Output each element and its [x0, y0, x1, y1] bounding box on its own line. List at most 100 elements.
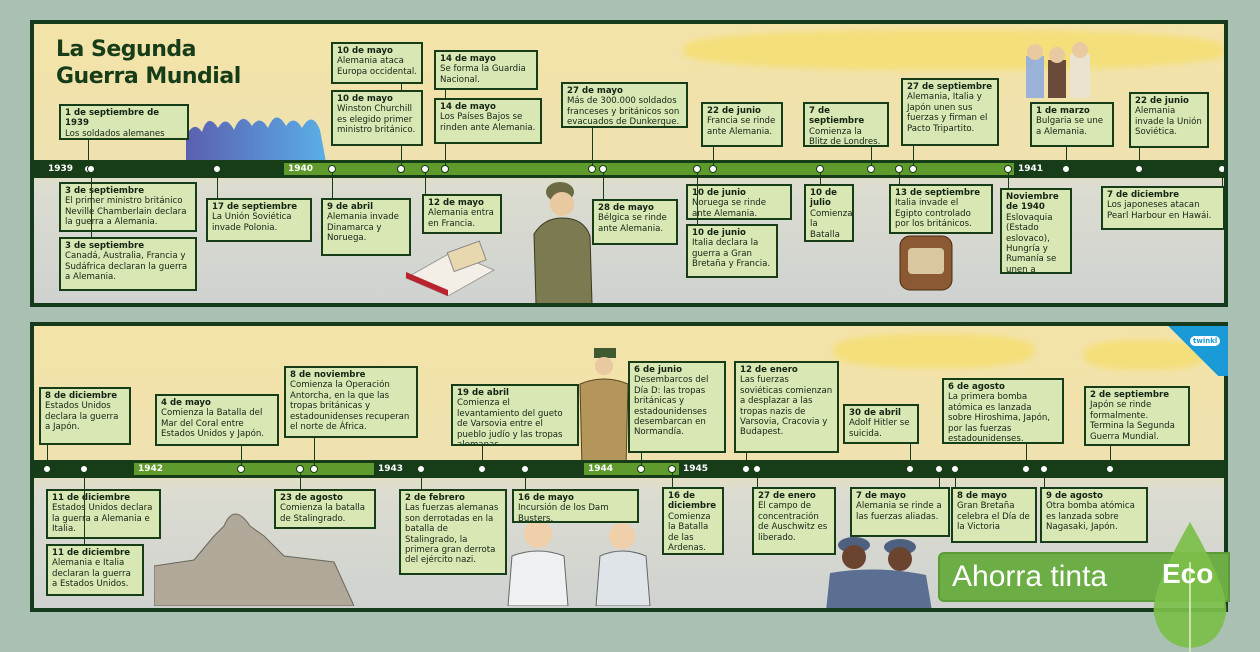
timeline-dot [1022, 465, 1030, 473]
event-date: 7 de diciembre [1107, 190, 1180, 200]
event-description: La Unión Soviética invade Polonia. [212, 212, 292, 233]
event-connector [300, 469, 301, 489]
event-date: 8 de mayo [957, 491, 1007, 501]
event-date: 9 de abril [327, 202, 374, 212]
event-description: Desembarcos del Día D: las tropas britán… [634, 375, 709, 438]
title-line-2: Guerra Mundial [56, 64, 241, 89]
event-description: Canadá, Australia, Francia y Sudáfrica d… [65, 251, 188, 283]
event-date: 8 de diciembre [45, 391, 118, 401]
event-date: 22 de junio [707, 106, 761, 116]
eco-banner-label: Ahorra tinta [952, 560, 1108, 593]
event-connector [746, 453, 747, 469]
event-description: Bulgaria se une a Alemania. [1036, 116, 1104, 137]
timeline-dot [951, 465, 959, 473]
timeline-dot [935, 465, 943, 473]
timeline-dot [1062, 165, 1070, 173]
event-date: 11 de diciembre [52, 493, 131, 503]
event-description: Alemania, Italia y Japón unen sus fuerza… [907, 92, 988, 134]
event-description: El primer ministro británico Neville Cha… [65, 196, 187, 228]
event-description: Estados Unidos declara la guerra a Alema… [52, 503, 153, 535]
event-date: 14 de mayo [440, 54, 496, 64]
year-segment [44, 163, 284, 175]
event-description: Noruega se rinde ante Alemania. [692, 198, 767, 219]
radio-illustration [899, 235, 953, 291]
event-date: 8 de noviembre [290, 370, 366, 380]
event-date: 30 de abril [849, 408, 902, 418]
timeline-dot [668, 465, 676, 473]
event-connector [217, 169, 218, 198]
event-description: Italia invade el Egipto controlado por l… [895, 198, 972, 230]
sailor-and-nurse-illustration [507, 520, 651, 606]
timeline-dot [895, 165, 903, 173]
event-connector [1222, 169, 1223, 186]
event-description: Alemania entra en Francia. [428, 208, 494, 229]
twinkl-logo: twinkl [1190, 336, 1221, 346]
event-connector [672, 469, 673, 487]
event-date: 19 de abril [457, 388, 510, 398]
children-illustration [1026, 42, 1090, 98]
event-connector [913, 146, 914, 169]
event-description: Incursión de los Dam Busters. [518, 503, 609, 523]
event-connector [88, 140, 89, 169]
timeline-dot [296, 465, 304, 473]
timeline-dot [1106, 465, 1114, 473]
event-connector [314, 438, 315, 469]
event-description: El campo de concentración de Auschwitz e… [758, 501, 828, 543]
event-connector [939, 469, 940, 487]
event-connector [603, 169, 604, 199]
timeline-dot [397, 165, 405, 173]
event-description: Eslovaquia (Estado eslovaco), Hungría y … [1006, 212, 1057, 274]
event-description: Adolf Hitler se suicida. [849, 418, 910, 439]
papers-illustration [404, 240, 496, 297]
timeline-dot [441, 165, 449, 173]
yellow-paint-splash [684, 30, 1224, 70]
timeline-dot [867, 165, 875, 173]
soldier-illustration [533, 182, 593, 303]
event-description: Alemania invade Dinamarca y Noruega. [327, 212, 399, 244]
event-date: 27 de enero [758, 491, 816, 501]
event-date: 11 de diciembre [52, 548, 131, 558]
hiroshima-dome-illustration [154, 513, 354, 606]
event-date: 13 de septiembre [895, 188, 981, 198]
event-description: Comienza la Batalla de Inglaterra. [810, 208, 853, 240]
event-connector [955, 469, 956, 487]
event-connector [1044, 469, 1045, 487]
year-segment [1014, 163, 1224, 175]
event-date: 7 de mayo [856, 491, 906, 501]
event-date: 23 de agosto [280, 493, 343, 503]
yellow-paint-splash [834, 334, 1034, 368]
event-date: 6 de agosto [948, 382, 1005, 392]
timeline-dot [1218, 165, 1224, 173]
event-connector [820, 169, 821, 184]
timeline-dot [742, 465, 750, 473]
timeline-dot [909, 165, 917, 173]
event-description: Las fuerzas alemanas son derrotadas en l… [405, 503, 499, 566]
timeline-dot [1135, 165, 1143, 173]
event-date: 2 de febrero [405, 493, 465, 503]
year-label: 1944 [588, 464, 614, 474]
timeline-dot [237, 465, 245, 473]
event-date: 12 de mayo [428, 198, 484, 208]
